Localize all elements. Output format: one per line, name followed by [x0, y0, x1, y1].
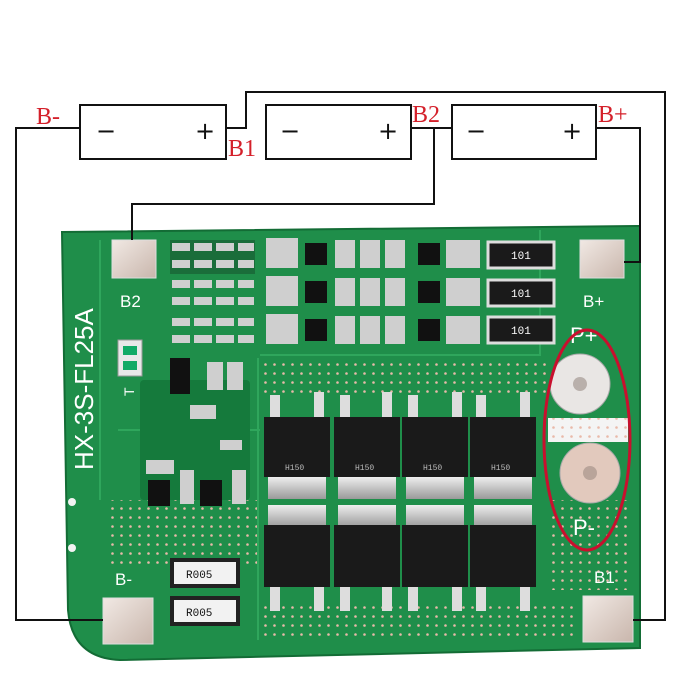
mosfet-mark: H150	[491, 464, 510, 473]
pad-divider-vias	[548, 418, 628, 442]
balance-component-array	[170, 238, 480, 344]
resistor-code: 101	[511, 289, 531, 301]
pad-b-plus-label: B+	[583, 292, 604, 311]
pad-b2-label: B2	[120, 292, 141, 311]
label-b-plus: B+	[598, 102, 628, 128]
wire-b-minus	[15, 127, 103, 621]
battery-minus: −	[96, 117, 116, 145]
battery-plus: +	[562, 117, 582, 145]
battery-minus: −	[280, 117, 300, 145]
smd-part	[180, 470, 194, 504]
smd-part	[220, 440, 242, 450]
shunt-code: R005	[186, 608, 212, 620]
mosfet-mark: H150	[423, 464, 442, 473]
mosfet	[402, 392, 468, 499]
output-pads-highlight	[542, 328, 632, 552]
smd-part	[190, 405, 216, 419]
mosfet-array-bottom	[264, 505, 536, 611]
resistor-code: 101	[511, 326, 531, 338]
wire-b-plus	[596, 127, 641, 263]
battery-plus: +	[378, 117, 398, 145]
wire-b1	[226, 91, 666, 621]
protection-ic	[170, 358, 190, 394]
battery-minus: −	[466, 117, 486, 145]
pad-b1[interactable]	[582, 595, 634, 643]
shunt-resistor: R005	[170, 558, 240, 588]
mosfet	[470, 505, 536, 611]
smd-part	[227, 362, 243, 390]
battery-cell-1: − +	[79, 104, 227, 160]
pad-b-plus[interactable]	[579, 239, 625, 279]
resistor-code: 101	[511, 251, 531, 263]
shunt-code: R005	[186, 570, 212, 582]
mounting-hole	[68, 498, 76, 506]
pad-b-minus[interactable]	[102, 597, 154, 645]
battery-plus: +	[195, 117, 215, 145]
mosfet-mark: H150	[285, 464, 304, 473]
mosfet	[470, 392, 536, 499]
mosfet	[402, 505, 468, 611]
mosfet-mark: H150	[355, 464, 374, 473]
pad-b1-label: B1	[594, 568, 615, 587]
wire-b2	[131, 127, 452, 240]
mosfet	[334, 392, 400, 499]
smd-part	[232, 470, 246, 504]
balance-resistor: 101	[486, 278, 556, 308]
smd-part	[146, 460, 174, 474]
mosfet	[264, 392, 330, 499]
pad-b-minus-label: B-	[115, 570, 132, 589]
thermistor-header	[117, 339, 143, 377]
label-b-minus: B-	[36, 104, 60, 130]
mounting-hole	[68, 544, 76, 552]
pad-p-plus-hole	[573, 377, 587, 391]
driver-ic	[148, 480, 170, 506]
pad-b2[interactable]	[111, 239, 157, 279]
driver-ic	[200, 480, 222, 506]
battery-cell-3: − +	[451, 104, 597, 160]
model-label: HX-3S-FL25A	[69, 308, 99, 470]
pad-p-minus-hole	[583, 466, 597, 480]
pad-p-minus-label: P-	[573, 515, 595, 540]
smd-part	[207, 362, 223, 390]
via-field-center	[258, 358, 548, 398]
mosfet	[264, 505, 330, 611]
mosfet-array-top	[264, 392, 536, 499]
battery-cell-2: − +	[265, 104, 412, 160]
label-b2: B2	[412, 102, 440, 128]
mosfet	[334, 505, 400, 611]
thermistor-label: T	[121, 387, 137, 396]
label-b1: B1	[228, 136, 256, 162]
shunt-resistor: R005	[170, 596, 240, 626]
balance-resistor: 101	[486, 315, 556, 345]
wiring	[15, 91, 666, 621]
balance-resistor: 101	[486, 240, 556, 270]
